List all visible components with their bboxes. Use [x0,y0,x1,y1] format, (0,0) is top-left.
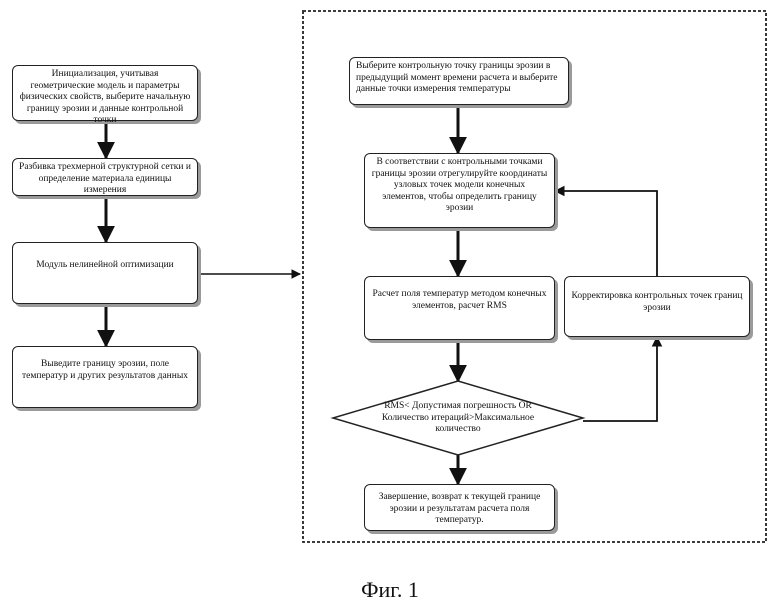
adjust-text: В соответствии с контрольными точками гр… [372,157,548,213]
select-ctrl-text: Выберите контрольную точку границы эрози… [356,61,558,94]
nlopt-text: Модуль нелинейной оптимизации [36,260,174,270]
correct-box: Корректировка контрольных точек границ э… [564,276,750,337]
init-text: Инициализация, учитывая геометрические м… [20,69,191,125]
output-box: Выведите границу эрозии, поле температур… [12,346,198,408]
finish-text: Завершение, возврат к текущей границе эр… [379,492,541,525]
arrow-correct-to-adjust [555,191,657,276]
mesh-box: Разбивка трехмерной структурной сетки и … [12,158,198,196]
adjust-box: В соответствии с контрольными точками гр… [364,153,555,228]
correct-text: Корректировка контрольных точек границ э… [571,291,742,313]
fem-text: Расчет поля температур методом конечных … [372,289,546,311]
fem-box: Расчет поля температур методом конечных … [364,276,555,340]
nlopt-box: Модуль нелинейной оптимизации [12,242,198,304]
decision-text: RMS< Допустимая погрешность OR Количеств… [370,401,546,436]
output-text: Выведите границу эрозии, поле температур… [22,359,188,381]
select-ctrl-box: Выберите контрольную точку границы эрози… [349,57,569,105]
init-box: Инициализация, учитывая геометрические м… [12,65,198,121]
arrow-decision-to-correct [583,337,657,421]
finish-box: Завершение, возврат к текущей границе эр… [364,484,555,531]
mesh-text: Разбивка трехмерной структурной сетки и … [19,162,191,195]
figure-caption: Фиг. 1 [0,577,780,603]
